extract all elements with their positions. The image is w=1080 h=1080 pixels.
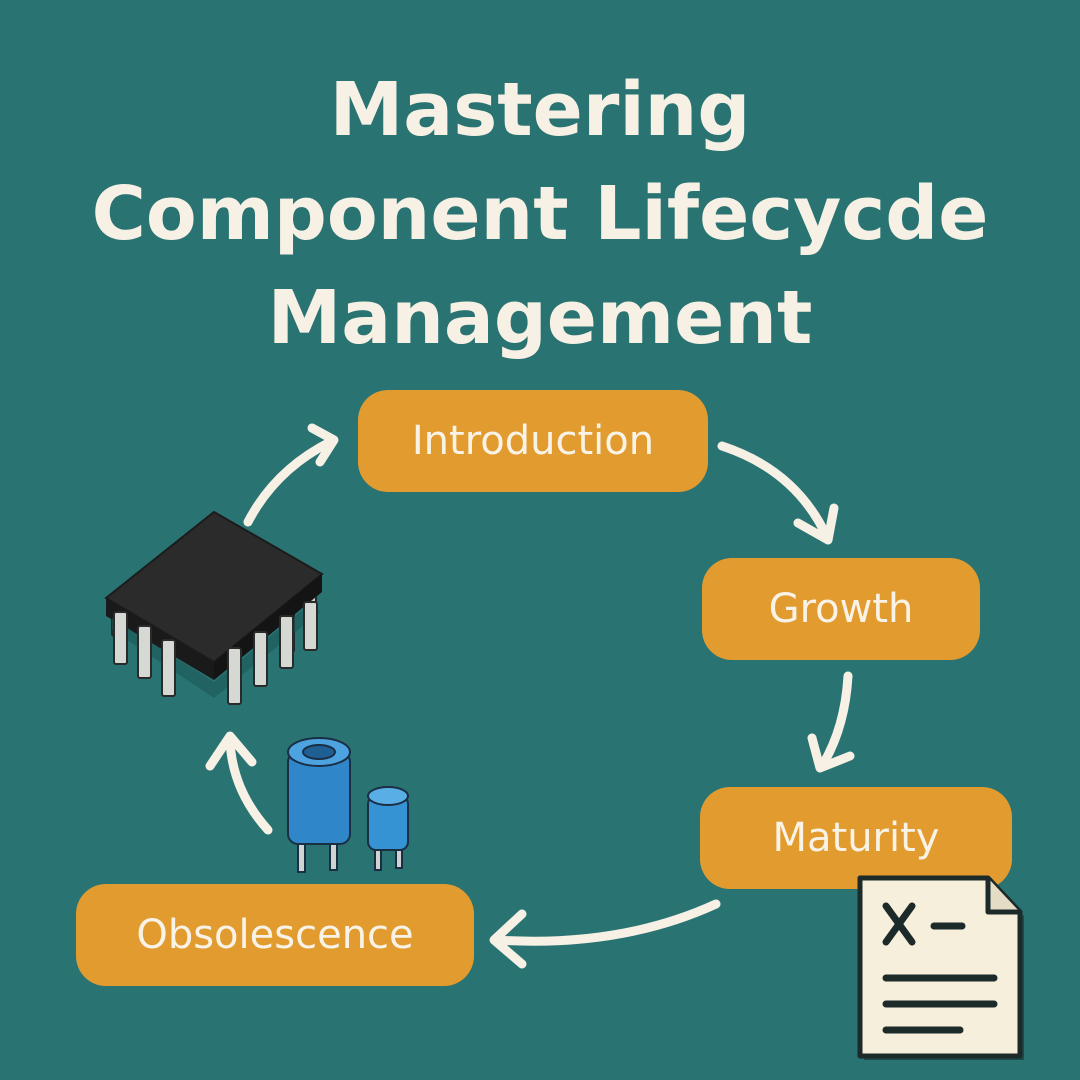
arrow-to-growth	[717, 441, 831, 540]
arrow-head-maturity	[807, 733, 855, 773]
arrow-head-chip	[205, 731, 257, 771]
title-line-1: Mastering	[329, 67, 751, 153]
stage-maturity: Maturity	[700, 787, 1012, 889]
arrow-head-growth	[793, 503, 839, 545]
arrow-to-maturity	[817, 671, 853, 771]
arrow-to-chip	[225, 735, 273, 835]
arrow-to-obsolescence	[491, 899, 721, 946]
title-line-2: Component Lifecycde	[91, 171, 989, 257]
arrow-head-introduction	[307, 423, 339, 467]
page-title: Mastering Component Lifecycde Management	[0, 58, 1080, 370]
stage-introduction: Introduction	[358, 390, 708, 492]
arrow-to-introduction	[243, 437, 335, 527]
arrow-head-obsolescence	[489, 909, 527, 969]
stage-obsolescence: Obsolescence	[76, 884, 474, 986]
stage-growth: Growth	[702, 558, 980, 660]
title-line-3: Management	[267, 275, 813, 361]
